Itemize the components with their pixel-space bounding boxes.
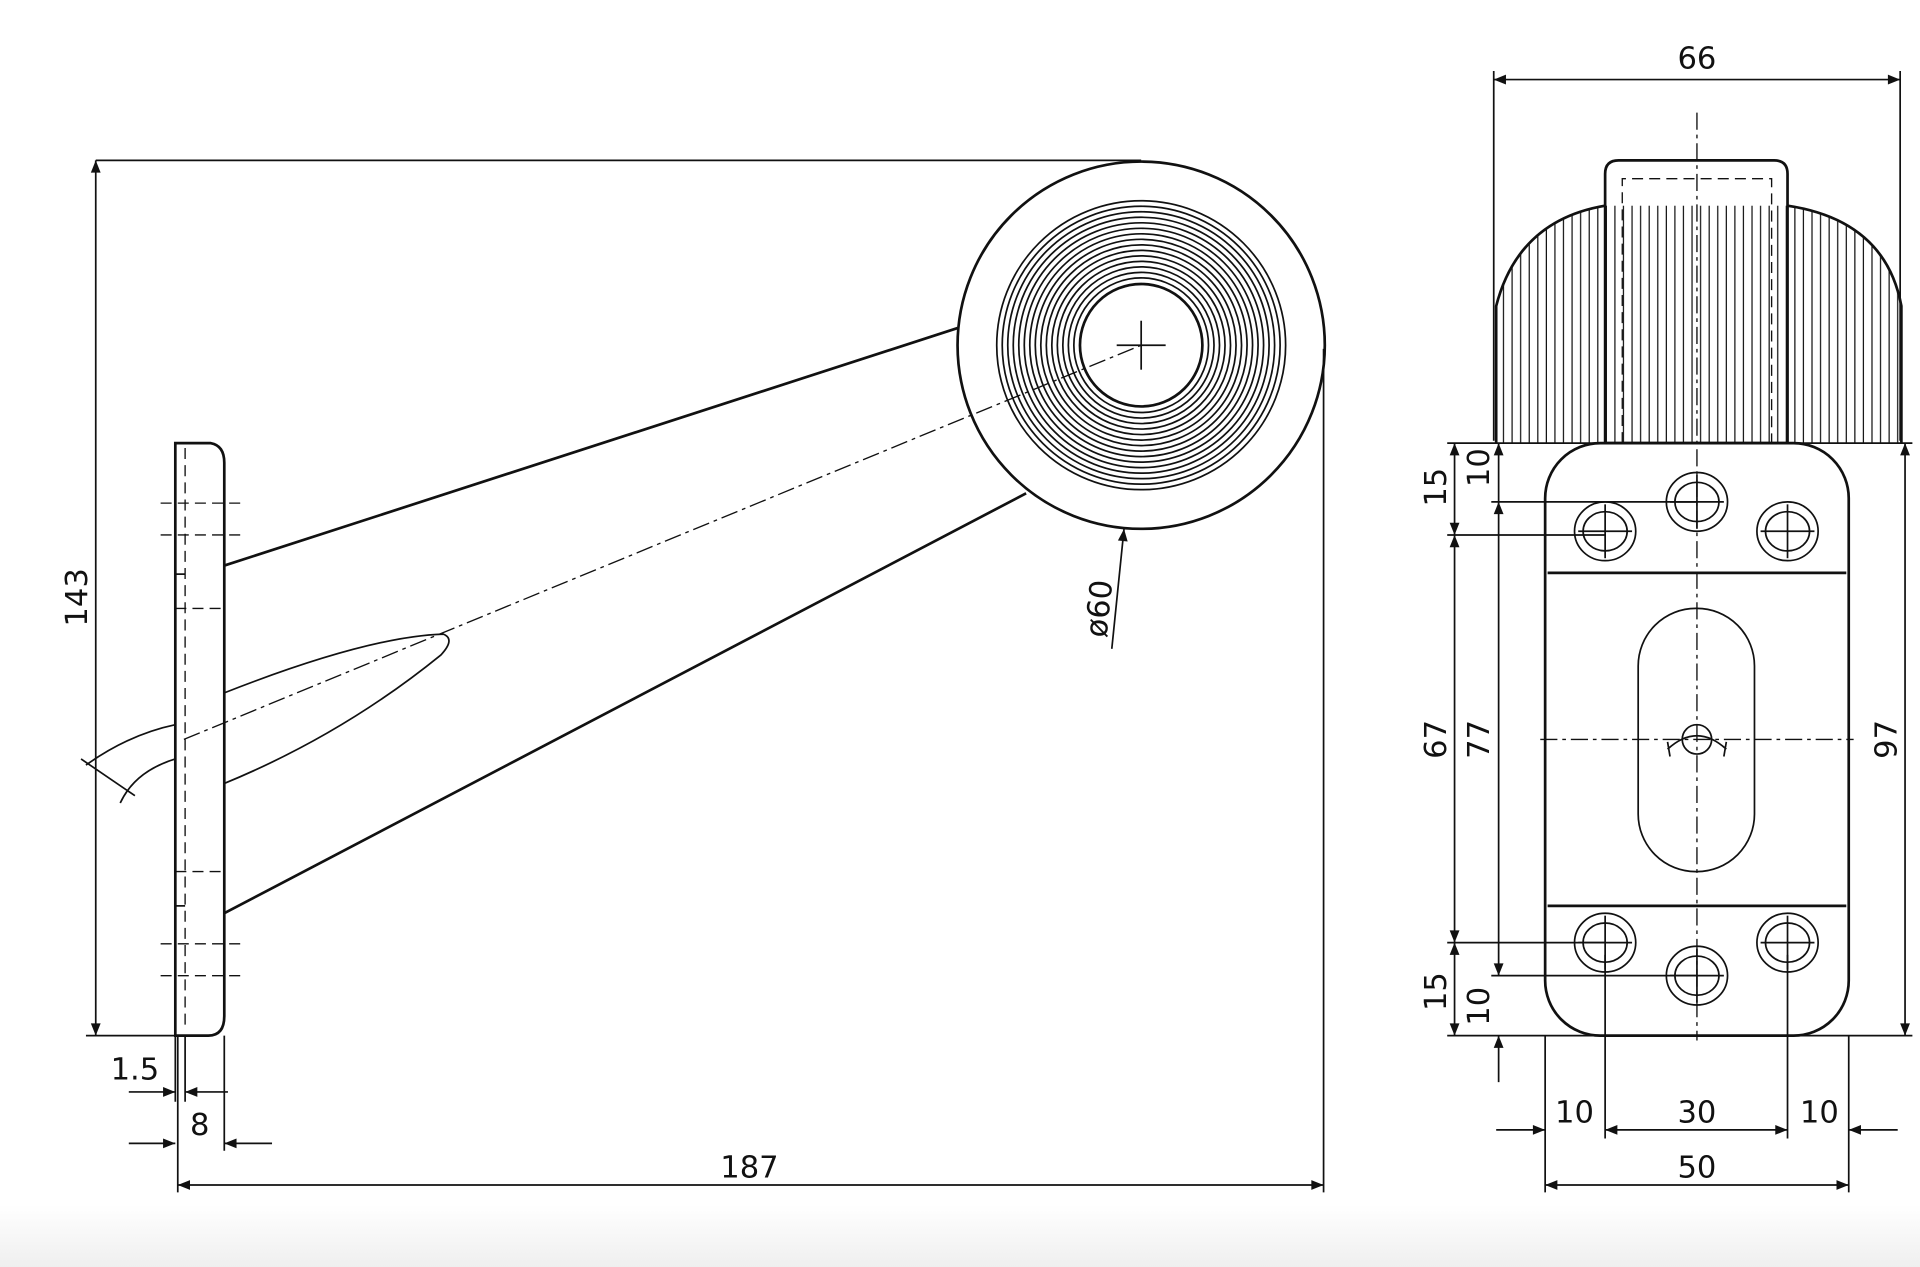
dim-50: 50 bbox=[1677, 1151, 1716, 1186]
dim-bottom-10: 10 bbox=[1462, 987, 1497, 1026]
lens-ring bbox=[1056, 260, 1226, 430]
lens-ring bbox=[1034, 238, 1248, 452]
arm-groove bbox=[223, 633, 450, 785]
lens-dome bbox=[1494, 204, 1903, 444]
bottom-band bbox=[0, 1205, 1920, 1267]
plate-hole-marks bbox=[160, 502, 243, 977]
lens-ring bbox=[1045, 249, 1237, 441]
lens-ring bbox=[995, 199, 1287, 491]
side-view: 143 187 ø60 1.5 8 bbox=[60, 159, 1327, 1193]
dim-top-15: 15 bbox=[1419, 468, 1454, 507]
lens-ring bbox=[1067, 271, 1215, 419]
dim-66: 66 bbox=[1677, 42, 1716, 77]
dim-30: 30 bbox=[1677, 1096, 1716, 1131]
lens-ring bbox=[1001, 205, 1281, 486]
mounting-hole bbox=[1756, 501, 1819, 562]
lens-ring bbox=[1023, 227, 1259, 463]
lens-ring bbox=[1028, 232, 1254, 458]
arm-centerline bbox=[183, 344, 1142, 741]
lens-ring bbox=[1072, 277, 1210, 414]
dim-143: 143 bbox=[60, 568, 95, 626]
mounting-hole bbox=[1573, 501, 1637, 562]
arm-bottom-edge bbox=[223, 492, 1027, 915]
dim-right-10: 10 bbox=[1800, 1096, 1839, 1131]
diameter-leader bbox=[1110, 528, 1128, 649]
lens-ring bbox=[1061, 266, 1221, 425]
dim-8: 8 bbox=[190, 1108, 209, 1143]
dim-1.5: 1.5 bbox=[111, 1053, 160, 1088]
mounting-plate bbox=[173, 441, 226, 1037]
stem bbox=[1603, 159, 1789, 445]
arm-top-edge bbox=[223, 326, 958, 567]
dim-diameter-60: ø60 bbox=[1079, 578, 1120, 639]
lens-ring bbox=[1050, 254, 1232, 436]
dim-187: 187 bbox=[720, 1151, 778, 1186]
front-view: 66 97 15 67 15 10 77 10 10 30 10 bbox=[1419, 42, 1913, 1193]
lens-ring bbox=[1017, 221, 1265, 469]
lens-ring bbox=[1012, 216, 1270, 474]
lens-ring bbox=[1039, 243, 1243, 447]
lens-ring bbox=[1006, 210, 1276, 480]
dim-97: 97 bbox=[1869, 720, 1904, 759]
lens-disc bbox=[956, 160, 1327, 531]
dim-bottom-15: 15 bbox=[1419, 972, 1454, 1011]
dim-top-10: 10 bbox=[1462, 448, 1497, 487]
dim-67: 67 bbox=[1419, 720, 1454, 759]
dim-77: 77 bbox=[1462, 720, 1497, 759]
dim-left-10: 10 bbox=[1555, 1096, 1594, 1131]
